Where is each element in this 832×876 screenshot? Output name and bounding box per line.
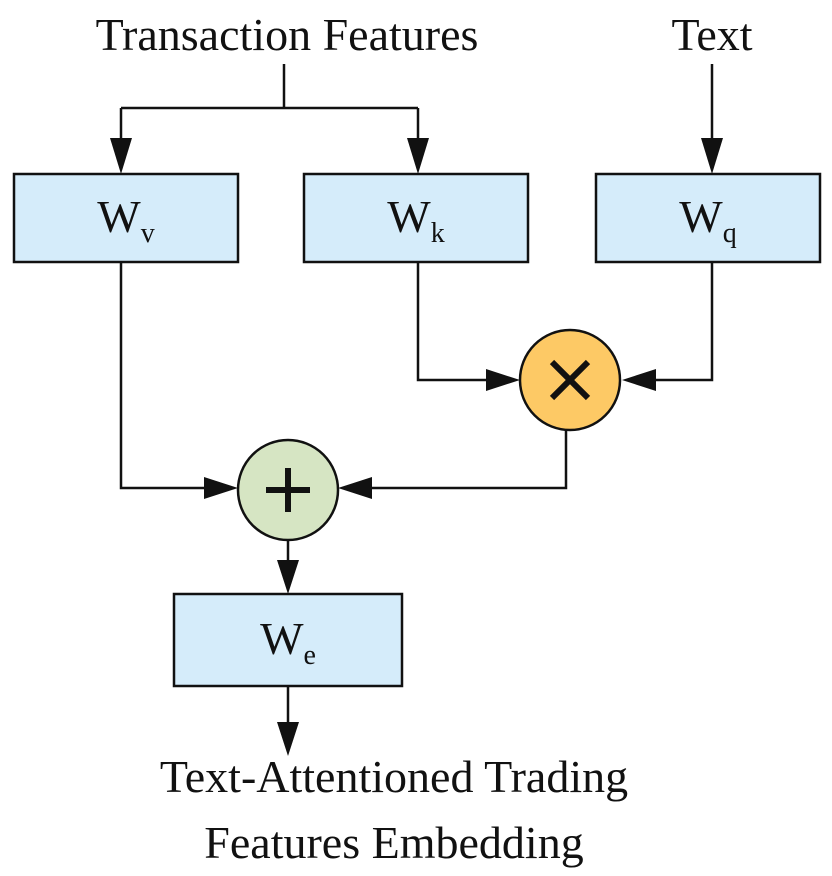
block-we-sub: e <box>303 640 315 671</box>
arrow-to-output <box>277 722 299 756</box>
connector-to-add <box>119 262 568 499</box>
svg-text:We: We <box>260 613 316 671</box>
output-label-line2: Features Embedding <box>204 817 583 868</box>
arrow-wv-to-add <box>204 477 238 499</box>
connector-transaction-split <box>110 64 429 174</box>
block-wk-main: W <box>387 191 431 242</box>
block-wv-main: W <box>97 191 141 242</box>
arrow-to-wq <box>701 138 723 174</box>
connector-add-to-we <box>277 540 299 594</box>
svg-text:Wk: Wk <box>387 191 444 249</box>
arrow-to-wk <box>407 138 429 174</box>
output-label-line1: Text-Attentioned Trading <box>160 751 628 802</box>
block-wk: Wk <box>302 172 530 264</box>
arrow-to-we <box>277 560 299 594</box>
block-wv: Wv <box>12 172 240 264</box>
multiply-icon <box>549 359 591 401</box>
arrow-wq-to-multiply <box>622 369 656 391</box>
connector-to-multiply <box>416 262 714 391</box>
block-wv-sub: v <box>141 218 155 249</box>
connector-text <box>701 64 723 174</box>
svg-text:Wv: Wv <box>97 191 154 249</box>
svg-text:Wq: Wq <box>679 191 736 249</box>
multiply-operator <box>518 328 622 432</box>
block-we-main: W <box>260 613 304 664</box>
block-wq-sub: q <box>723 218 737 249</box>
plus-icon <box>266 468 310 512</box>
block-wk-sub: k <box>431 218 445 249</box>
connector-we-to-output <box>277 686 299 756</box>
input-text-label: Text <box>671 9 752 60</box>
arrow-to-wv <box>110 138 132 174</box>
block-wq: Wq <box>594 172 822 264</box>
input-transaction-features-label: Transaction Features <box>96 9 479 60</box>
add-operator <box>236 438 340 542</box>
arrow-wk-to-multiply <box>486 369 520 391</box>
block-wq-main: W <box>679 191 723 242</box>
arrow-multiply-to-add <box>338 477 372 499</box>
block-we: We <box>172 592 404 688</box>
